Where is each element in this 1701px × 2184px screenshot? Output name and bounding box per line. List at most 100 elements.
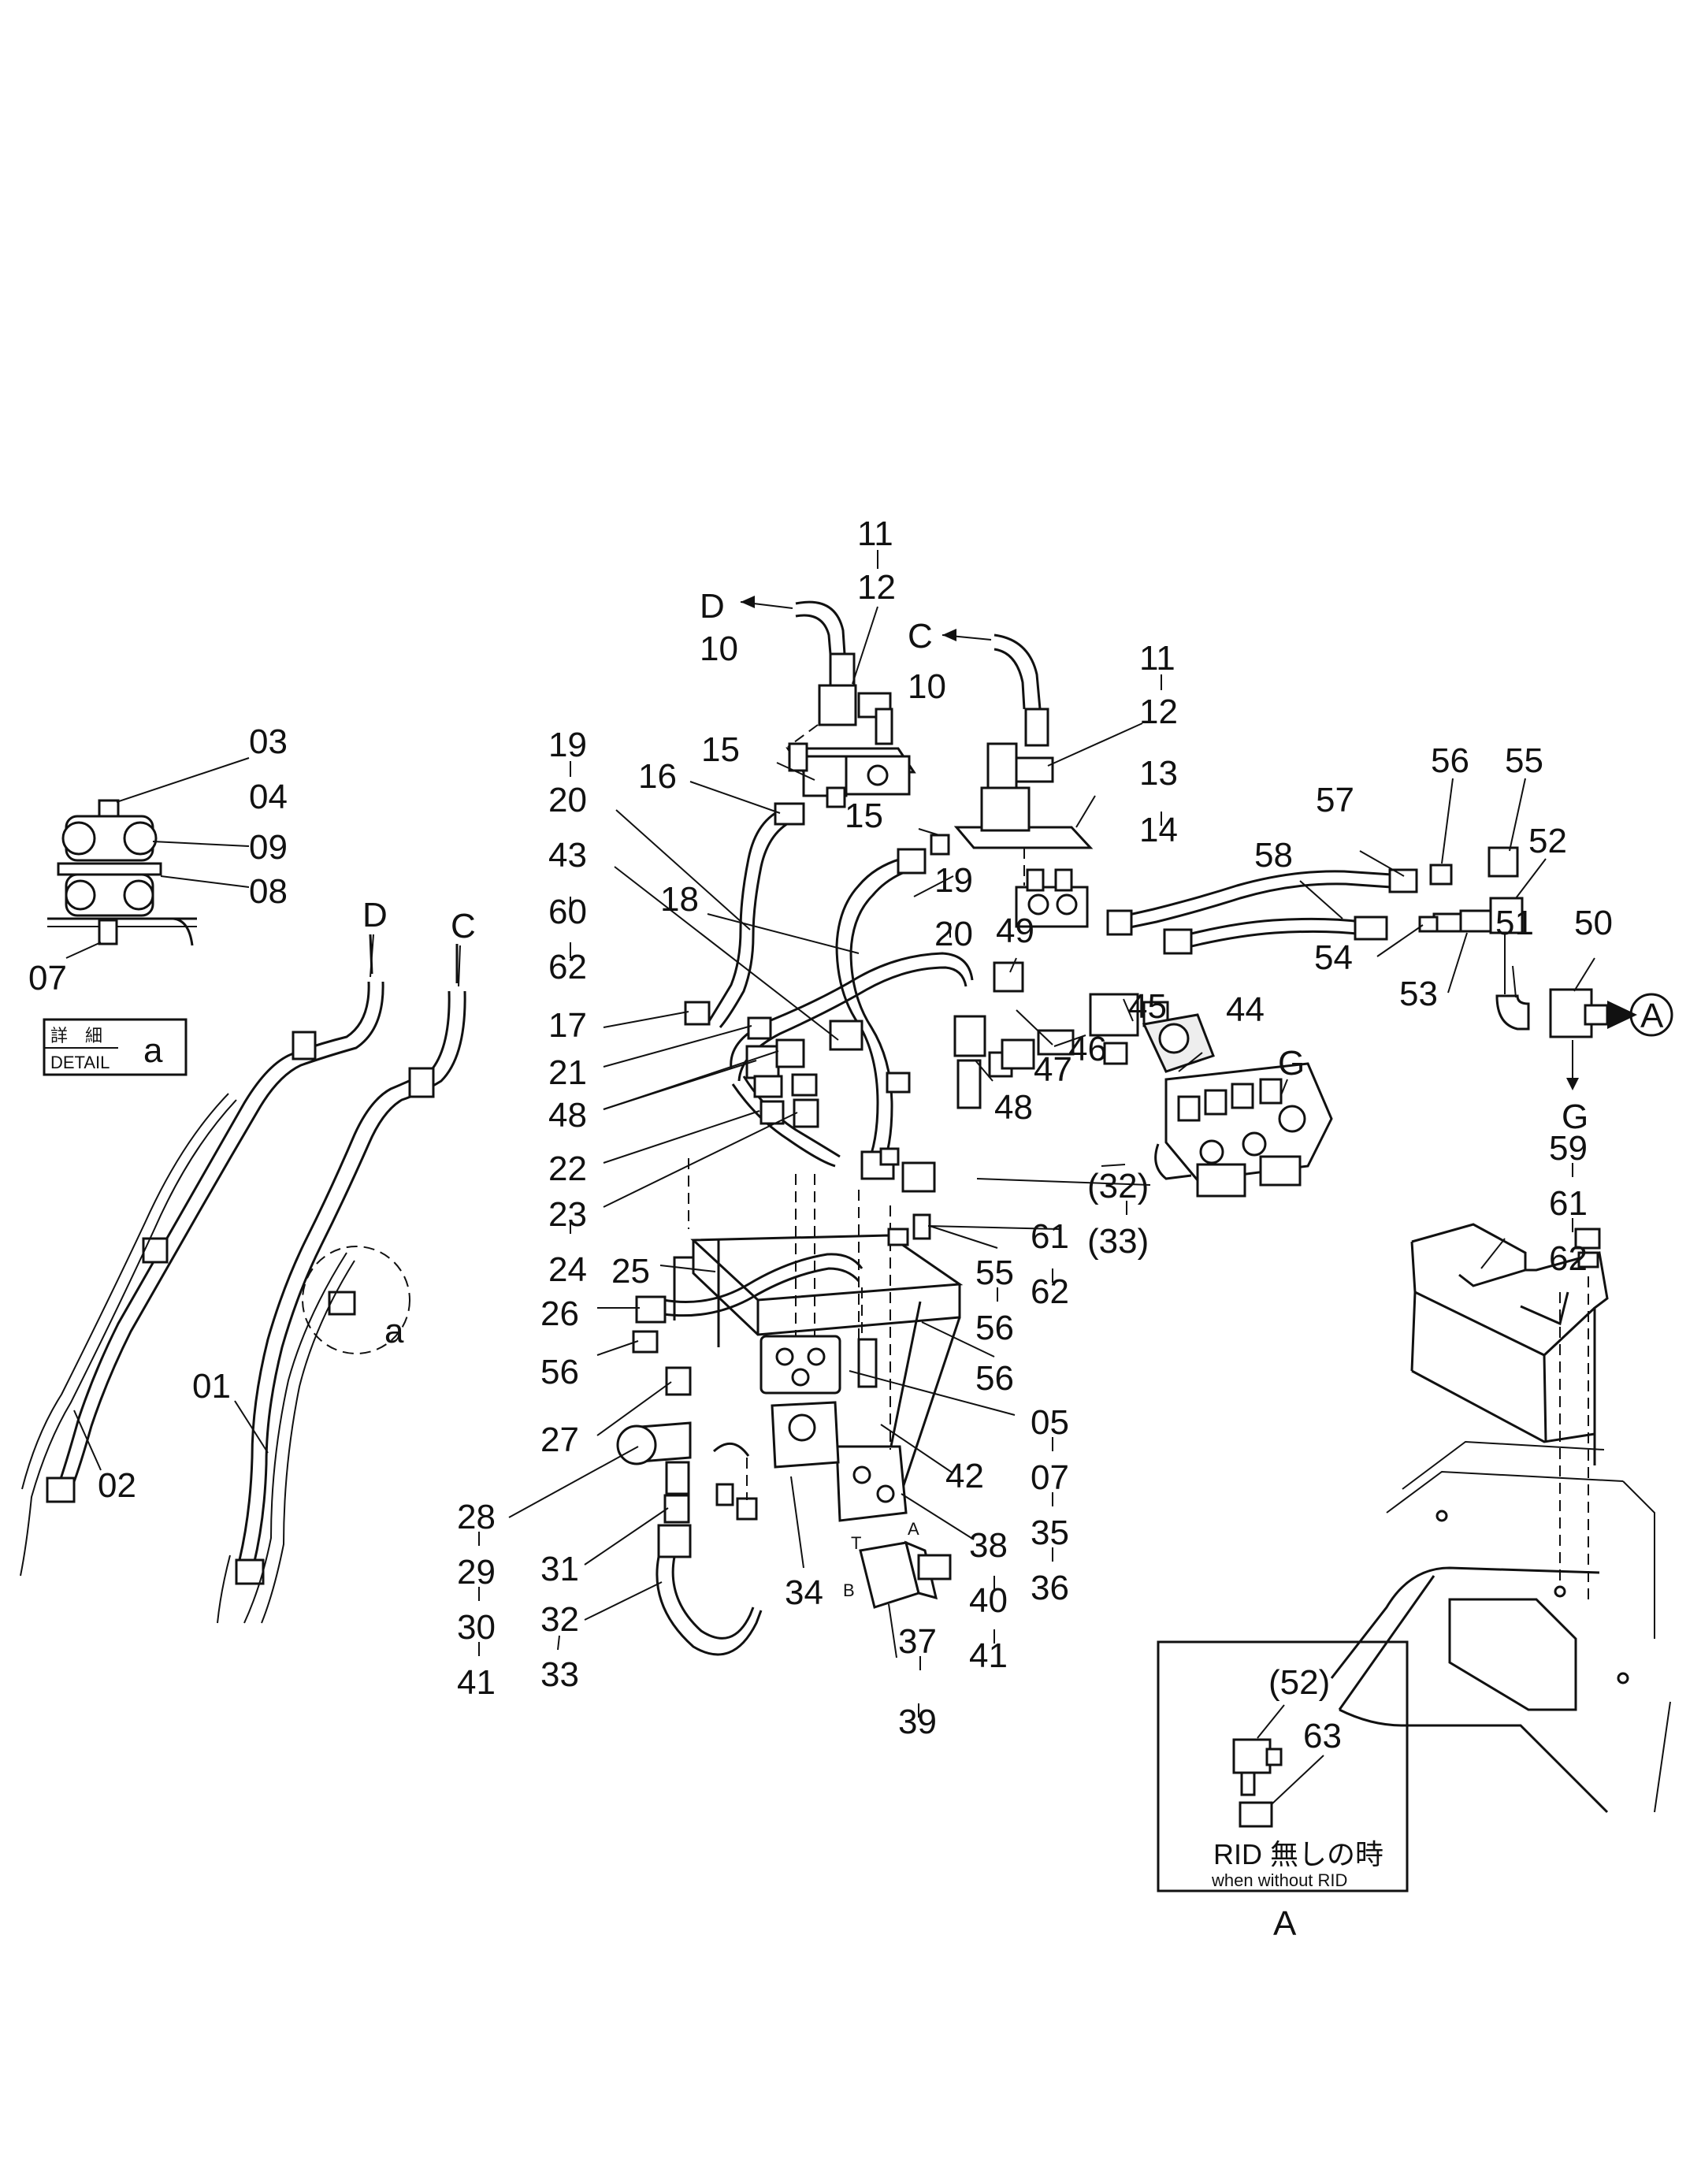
label-19b: 19	[934, 861, 973, 900]
label-05: 05	[1031, 1403, 1069, 1442]
label-59: 59	[1549, 1129, 1588, 1168]
inset-a-box: RID 無しの時 when without RID A	[1157, 1640, 1409, 1943]
valve-37: T A B	[843, 1519, 952, 1609]
label-C-top: C	[908, 617, 933, 656]
view-a-marker: A	[1629, 993, 1673, 1037]
label-51: 51	[1495, 904, 1534, 942]
part-number-labels: 11 12 D 10 C 10 11 12 13 14 15 15 16 19 …	[28, 514, 1613, 1755]
label-17: 17	[548, 1006, 587, 1045]
label-42: 42	[945, 1457, 984, 1495]
label-22: 22	[548, 1150, 587, 1188]
label-C-left: C	[451, 907, 476, 945]
upper-hoses-10	[740, 596, 1042, 710]
leader-lines	[478, 550, 1595, 1718]
label-07a: 07	[28, 959, 67, 997]
label-47: 47	[1034, 1050, 1072, 1089]
inset-en-label: when without RID	[1211, 1870, 1347, 1890]
label-07b: 07	[1031, 1458, 1069, 1497]
label-48a: 48	[548, 1096, 587, 1135]
control-valve-44	[1142, 1013, 1333, 1198]
label-D-top: D	[700, 587, 725, 626]
label-01: 01	[192, 1367, 231, 1406]
label-54: 54	[1314, 938, 1353, 977]
label-21: 21	[548, 1053, 587, 1092]
label-41a: 41	[457, 1663, 496, 1702]
label-08: 08	[249, 872, 288, 911]
label-34: 34	[785, 1573, 823, 1612]
port-b-label: B	[843, 1580, 855, 1600]
label-31: 31	[540, 1550, 579, 1588]
label-10a: 10	[700, 630, 738, 668]
label-56b: 56	[975, 1309, 1014, 1347]
mounting-plate	[673, 1158, 964, 1522]
label-57: 57	[1316, 781, 1354, 819]
label-38: 38	[969, 1526, 1008, 1565]
label-37: 37	[898, 1622, 937, 1661]
label-63: 63	[1303, 1717, 1342, 1755]
label-26: 26	[540, 1294, 579, 1333]
label-24: 24	[548, 1250, 587, 1289]
label-18: 18	[660, 880, 699, 919]
label-04: 04	[249, 778, 288, 816]
detail-a-leaders	[116, 757, 250, 888]
port-t-label: T	[851, 1533, 861, 1553]
label-32p: (32)	[1087, 1167, 1149, 1205]
label-62a: 62	[548, 948, 587, 986]
center-fittings	[684, 961, 1169, 1193]
right-fittings	[1418, 846, 1637, 1090]
label-14: 14	[1139, 811, 1178, 849]
label-58: 58	[1254, 836, 1293, 875]
label-28: 28	[457, 1498, 496, 1536]
label-61b: 61	[1549, 1184, 1588, 1223]
label-19a: 19	[548, 726, 587, 764]
label-13: 13	[1139, 754, 1178, 793]
label-40: 40	[969, 1581, 1008, 1620]
detail-a-box: 詳 細 DETAIL a	[43, 1018, 188, 1076]
label-53: 53	[1399, 975, 1438, 1013]
label-56d: 56	[1431, 741, 1469, 780]
label-20a: 20	[548, 781, 587, 819]
label-49: 49	[996, 912, 1034, 950]
label-11b: 11	[1139, 639, 1175, 678]
label-30: 30	[457, 1608, 496, 1647]
label-33: 33	[540, 1655, 579, 1694]
label-55b: 55	[1505, 741, 1543, 780]
label-43: 43	[548, 836, 587, 875]
detail-jp-label: 詳 細	[50, 1026, 102, 1046]
label-36: 36	[1031, 1569, 1069, 1607]
label-33p: (33)	[1087, 1222, 1149, 1261]
label-44: 44	[1226, 990, 1265, 1029]
label-15a: 15	[701, 730, 740, 769]
label-16: 16	[638, 757, 677, 796]
label-G-b: G	[1562, 1098, 1588, 1136]
label-46: 46	[1068, 1030, 1107, 1068]
floor-frame	[1330, 1223, 1671, 1814]
inset-caption: A	[1273, 1904, 1297, 1943]
label-52p: (52)	[1268, 1663, 1330, 1702]
label-12b: 12	[1139, 693, 1178, 731]
label-56c: 56	[975, 1359, 1014, 1398]
label-03: 03	[249, 722, 288, 761]
label-20b: 20	[934, 915, 973, 953]
label-61a: 61	[1031, 1217, 1069, 1256]
label-09: 09	[249, 828, 288, 867]
label-G-a: G	[1278, 1044, 1305, 1083]
label-52: 52	[1528, 822, 1567, 860]
label-12a: 12	[857, 568, 896, 607]
label-56a: 56	[540, 1353, 579, 1391]
label-45: 45	[1128, 987, 1167, 1026]
center-hoses	[708, 786, 1418, 1172]
valve-block-right	[953, 708, 1094, 928]
label-25: 25	[611, 1252, 650, 1291]
hose-02-drawing	[20, 981, 384, 1577]
inset-jp-label: RID 無しの時	[1213, 1838, 1383, 1870]
label-29: 29	[457, 1553, 496, 1592]
valve-block-left	[786, 652, 916, 797]
hose-leaders	[65, 934, 461, 1471]
detail-letter: a	[143, 1031, 163, 1070]
label-50: 50	[1574, 904, 1613, 942]
port-a-label: A	[908, 1519, 919, 1539]
label-39: 39	[898, 1703, 937, 1741]
label-23: 23	[548, 1195, 587, 1234]
label-27: 27	[540, 1421, 579, 1459]
